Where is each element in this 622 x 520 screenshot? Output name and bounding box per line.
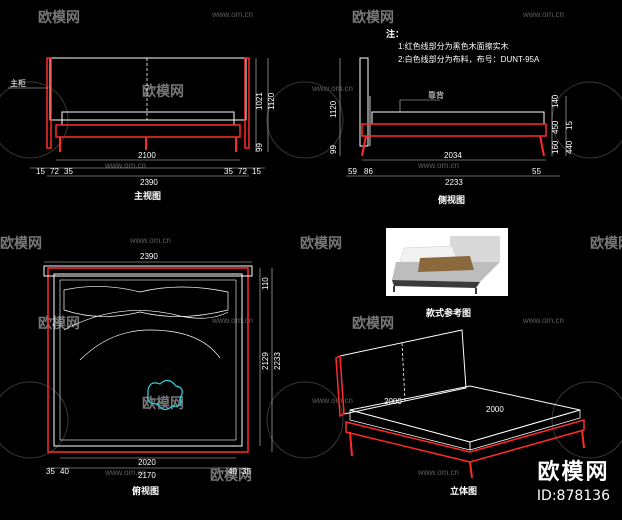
- watermark-brand: 欧模网: [352, 9, 394, 25]
- front-dim-99: 99: [255, 143, 264, 152]
- top-dim-2020: 2020: [138, 458, 156, 467]
- side-leg-back: [539, 135, 545, 157]
- watermark-url: www.om.cn: [129, 236, 171, 245]
- side-dim-2233: 2233: [445, 178, 463, 187]
- side-dim-450: 450: [551, 120, 560, 134]
- top-dim-2170: 2170: [138, 471, 156, 480]
- watermark-url: www.om.cn: [522, 316, 564, 325]
- top-headboard: [43, 265, 253, 277]
- watermark-url: www.om.cn: [104, 161, 146, 170]
- watermark-brand: 欧模网: [0, 235, 42, 251]
- watermark-brand: 欧模网: [38, 315, 80, 331]
- side-dim-2034: 2034: [444, 151, 462, 160]
- front-dim-72r: 72: [238, 167, 247, 176]
- watermark-url: www.om.cn: [522, 10, 564, 19]
- watermark-brand: 欧模网: [590, 235, 622, 251]
- top-mattress: [53, 273, 243, 447]
- side-dim-59: 59: [348, 167, 357, 176]
- front-dim-35: 35: [64, 167, 73, 176]
- side-dim-15: 15: [565, 121, 574, 130]
- watermark-brand: 欧模网: [210, 467, 252, 483]
- front-view-title: 主视图: [134, 190, 161, 201]
- front-dim-15r: 15: [252, 167, 261, 176]
- top-pillows: [63, 286, 229, 317]
- iso-dim-2000b: 2000: [486, 405, 504, 414]
- top-dim-2233: 2233: [273, 352, 282, 370]
- brand-badge-id: ID:878136: [536, 488, 610, 504]
- front-mattress: [61, 111, 235, 126]
- watermark-url: www.om.cn: [211, 316, 253, 325]
- top-dim-40r: 40: [228, 467, 237, 476]
- top-view-title: 俯视图: [132, 485, 159, 496]
- photo-reference: 款式参考图: [386, 228, 508, 318]
- iso-dim-2000a: 2000: [384, 397, 402, 406]
- front-view: 2100 2390 15 72 35 35 72 15 1021 1120 99…: [8, 57, 276, 201]
- front-dim-72: 72: [50, 167, 59, 176]
- side-mattress: [371, 111, 545, 125]
- watermark-url: www.om.cn: [417, 161, 459, 170]
- front-dim-2390: 2390: [140, 178, 158, 187]
- top-frame: [47, 267, 249, 453]
- watermark-url: www.om.cn: [104, 468, 146, 477]
- side-callout: 靠背: [428, 90, 444, 100]
- side-frame-rail: [361, 123, 547, 137]
- front-dim-1120: 1120: [267, 92, 276, 110]
- watermark-url: www.om.cn: [211, 10, 253, 19]
- side-dim-440: 440: [565, 140, 574, 154]
- watermark-url: www.om.cn: [311, 84, 353, 93]
- photo-title: 款式参考图: [426, 307, 471, 318]
- top-dim-110: 110: [261, 277, 270, 290]
- side-dim-55: 55: [532, 167, 541, 176]
- iso-view: 2000 2000 立体图: [335, 329, 585, 496]
- brand-badge-name: 欧模网: [537, 460, 610, 485]
- notes: 注： 1:红色线部分为黑色木面擦实木 2:白色线部分为布料，布号：DUNT-95…: [386, 28, 540, 64]
- iso-frame: [345, 419, 585, 463]
- top-dim-2129: 2129: [261, 352, 270, 370]
- front-dim-15: 15: [36, 167, 45, 176]
- side-dim-1120: 1120: [329, 100, 338, 118]
- watermark-brand: 欧模网: [142, 83, 184, 99]
- notes-heading: 注：: [386, 28, 404, 39]
- side-backrest: [359, 57, 369, 147]
- watermark-brand: 欧模网: [142, 395, 184, 411]
- brand-badge: 欧模网 ID:878136: [537, 454, 610, 504]
- notes-line-1: 1:红色线部分为黑色木面擦实木: [398, 41, 509, 51]
- top-view: 2390 2020 2170 35 40 40 35 110 2129 2233…: [43, 252, 282, 496]
- iso-headboard: [339, 329, 467, 415]
- watermark-brand: 欧模网: [300, 235, 342, 251]
- front-left-post: [46, 57, 52, 149]
- top-dim-40: 40: [60, 467, 69, 476]
- notes-line-2: 2:白色线部分为布料，布号：DUNT-95A: [398, 54, 540, 64]
- top-mattress-inner: [59, 279, 237, 441]
- iso-mattress: [349, 385, 581, 443]
- side-leg-front: [361, 135, 367, 157]
- watermark-brand: 欧模网: [352, 315, 394, 331]
- top-dim-35: 35: [46, 467, 55, 476]
- side-view-title: 侧视图: [438, 194, 465, 205]
- side-view: 靠背 2034 2233 59 86 55 1120 99 140 450 16…: [329, 57, 574, 205]
- iso-view-title: 立体图: [450, 485, 477, 496]
- front-headboard: [49, 57, 247, 121]
- front-right-post: [244, 57, 250, 149]
- side-dim-140: 140: [551, 94, 560, 108]
- front-frame-rail: [55, 124, 241, 138]
- front-dim-2100: 2100: [138, 151, 156, 160]
- watermark-url: www.om.cn: [417, 468, 459, 477]
- side-dim-160: 160: [551, 140, 560, 154]
- top-dim-35r: 35: [242, 467, 251, 476]
- top-center-mark: [147, 379, 183, 411]
- watermark-brand: 欧模网: [38, 9, 80, 25]
- watermark-layer: 欧模网 www.om.cn 欧模网 www.om.cn 欧模网 www.om.c…: [0, 9, 622, 483]
- top-dim-2390: 2390: [140, 252, 158, 261]
- front-dim-1021: 1021: [255, 92, 264, 110]
- watermark-url: www.om.cn: [311, 396, 353, 405]
- front-callout: 主柜: [10, 78, 26, 88]
- side-dim-86: 86: [364, 167, 373, 176]
- side-dim-99: 99: [329, 145, 338, 154]
- watermark-circles: [0, 81, 622, 459]
- front-dim-35r: 35: [224, 167, 233, 176]
